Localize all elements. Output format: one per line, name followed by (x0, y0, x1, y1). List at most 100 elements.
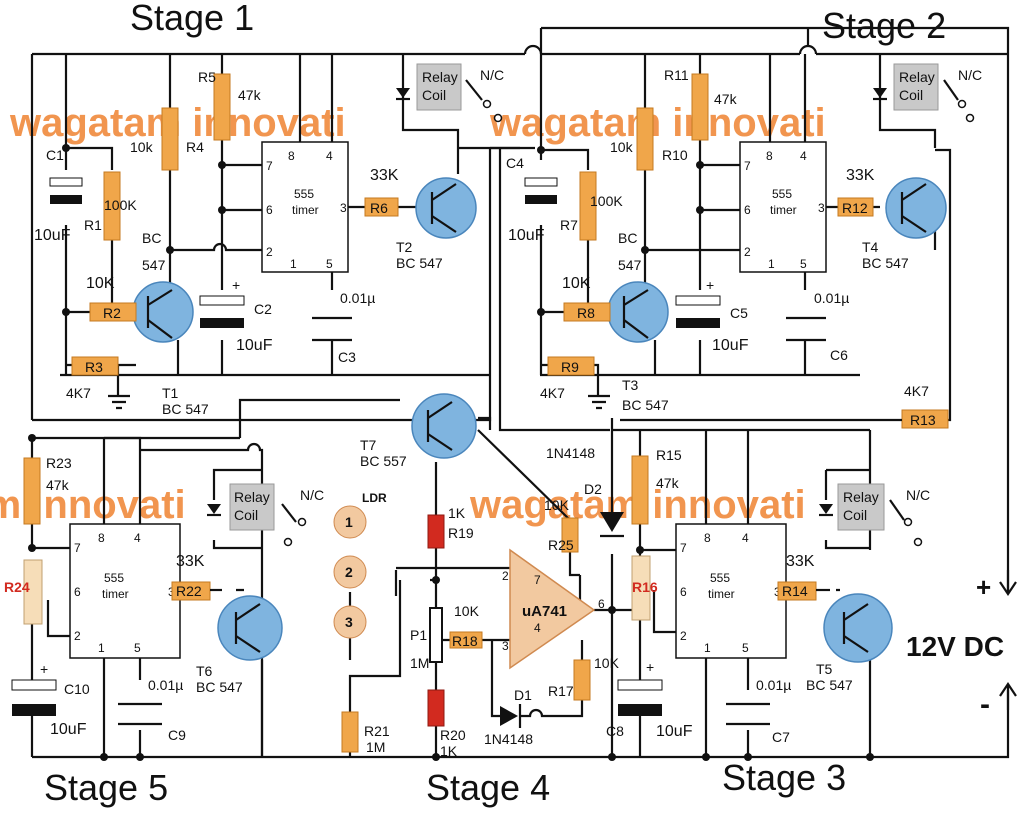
relay-coil-5 (229, 483, 275, 531)
r17-value: 10K (594, 655, 620, 671)
c4-bottom-plate (525, 195, 557, 204)
r13-value: 4K7 (904, 383, 929, 399)
r2-label: R2 (103, 305, 121, 321)
power-supply: + - 12V DC (906, 570, 1017, 721)
c8-plus: + (646, 659, 654, 675)
r5-value: 47k (238, 87, 262, 103)
r2-resistor (89, 302, 137, 322)
ic1-pin4: 4 (326, 149, 333, 163)
r23-label: R23 (46, 455, 72, 471)
ldr-label: LDR (362, 491, 387, 505)
t1-transistor (132, 281, 194, 343)
minus-arrow (999, 682, 1017, 710)
r21-resistor (341, 711, 359, 753)
c8-bottom-plate (618, 704, 662, 716)
r17-label: R17 (548, 683, 574, 699)
r9-label: R9 (561, 359, 579, 375)
ic1-pin1: 1 (290, 257, 297, 271)
ic5-name: 555 (104, 571, 124, 585)
r18-value: 10K (454, 603, 480, 619)
t1-label: T1 (162, 385, 179, 401)
r14-value: 33K (786, 553, 815, 570)
r7-label: R7 (560, 217, 578, 233)
c5-value: 10uF (712, 337, 749, 354)
t6-value: BC 547 (196, 679, 243, 695)
plus-sign: + (976, 572, 991, 602)
c10-plus: + (40, 661, 48, 677)
c9-capacitor (118, 702, 162, 726)
opamp-pin4: 4 (534, 621, 541, 635)
r1-resistor (103, 171, 121, 241)
ic3-name: 555 (710, 571, 730, 585)
relay2-contact: N/C (958, 67, 982, 83)
ldr-1-num: 1 (345, 514, 353, 530)
opamp-pin7: 7 (534, 573, 541, 587)
d2-label: D2 (584, 481, 602, 497)
ic5-pin5: 5 (134, 641, 141, 655)
ldr-3 (333, 605, 367, 639)
stage-3-label: Stage 3 (722, 757, 846, 798)
r14-label: R14 (782, 583, 808, 599)
r21-value: 1M (366, 739, 385, 755)
t1-bc: BC (142, 230, 161, 246)
c2-value: 10uF (236, 337, 273, 354)
c6-capacitor (786, 316, 826, 342)
ic5-sub: timer (102, 587, 129, 601)
power-label: 12V DC (906, 631, 1004, 662)
r3-value: 4K7 (66, 385, 91, 401)
ic5-pin7: 7 (74, 541, 81, 555)
c2-top-plate (199, 295, 245, 306)
c4-top-plate (524, 177, 558, 187)
c8-value: 10uF (656, 723, 693, 740)
ic1-pin6: 6 (266, 203, 273, 217)
d1-value: 1N4148 (484, 731, 533, 747)
ic-555-stage3 (675, 523, 787, 659)
r11-label: R11 (664, 67, 689, 83)
ic2-pin8: 8 (766, 149, 773, 163)
stage-4: Stage 4 T7 BC 557 LDR 1 2 3 1K R19 P1 1M… (238, 393, 640, 808)
ic2-pin1: 1 (768, 257, 775, 271)
ic2-sub: timer (770, 203, 797, 217)
r15-value: 47k (656, 475, 680, 491)
c10-top-plate (11, 679, 57, 691)
ground-2 (588, 394, 610, 410)
r7-resistor (579, 171, 597, 241)
ldr-3-num: 3 (345, 614, 353, 630)
r12-resistor (837, 197, 874, 217)
ic2-pin2: 2 (744, 245, 751, 259)
relay3-contact: N/C (906, 487, 930, 503)
ic5-pin6: 6 (74, 585, 81, 599)
c3-capacitor (312, 316, 352, 342)
r22-label: R22 (176, 583, 202, 599)
t6-label: T6 (196, 663, 213, 679)
t7-transistor (411, 393, 477, 459)
t3-547: 547 (618, 257, 642, 273)
r10-value: 10k (610, 139, 634, 155)
relay2-line2: Coil (899, 87, 923, 103)
ground-1 (108, 394, 130, 410)
c10-label: C10 (64, 681, 90, 697)
relay3-diode (819, 504, 833, 514)
t3-label: T3 (622, 377, 639, 393)
t3-bc: BC (618, 230, 637, 246)
ic3-sub: timer (708, 587, 735, 601)
r19-value: 1K (448, 505, 466, 521)
ic2-pin7: 7 (744, 159, 751, 173)
stage-3: Stage 3 R15 47k R16 + C8 10uF 0.01µ C7 5… (606, 428, 930, 798)
opamp-name: uA741 (522, 603, 567, 620)
minus-sign: - (980, 688, 990, 721)
ic1-pin8: 8 (288, 149, 295, 163)
opamp-pin6: 6 (598, 597, 605, 611)
r17-resistor (573, 659, 591, 701)
relay3-line2: Coil (843, 507, 867, 523)
r5-resistor (213, 73, 231, 141)
c5-top-plate (675, 295, 721, 306)
relay5-line1: Relay (234, 489, 270, 505)
ic1-sub: timer (292, 203, 319, 217)
ic1-pin2: 2 (266, 245, 273, 259)
r24-label: R24 (4, 579, 30, 595)
c5-label: C5 (730, 305, 748, 321)
r4-value: 10k (130, 139, 154, 155)
r25-label: R25 (548, 537, 574, 553)
relay3-line1: Relay (843, 489, 879, 505)
